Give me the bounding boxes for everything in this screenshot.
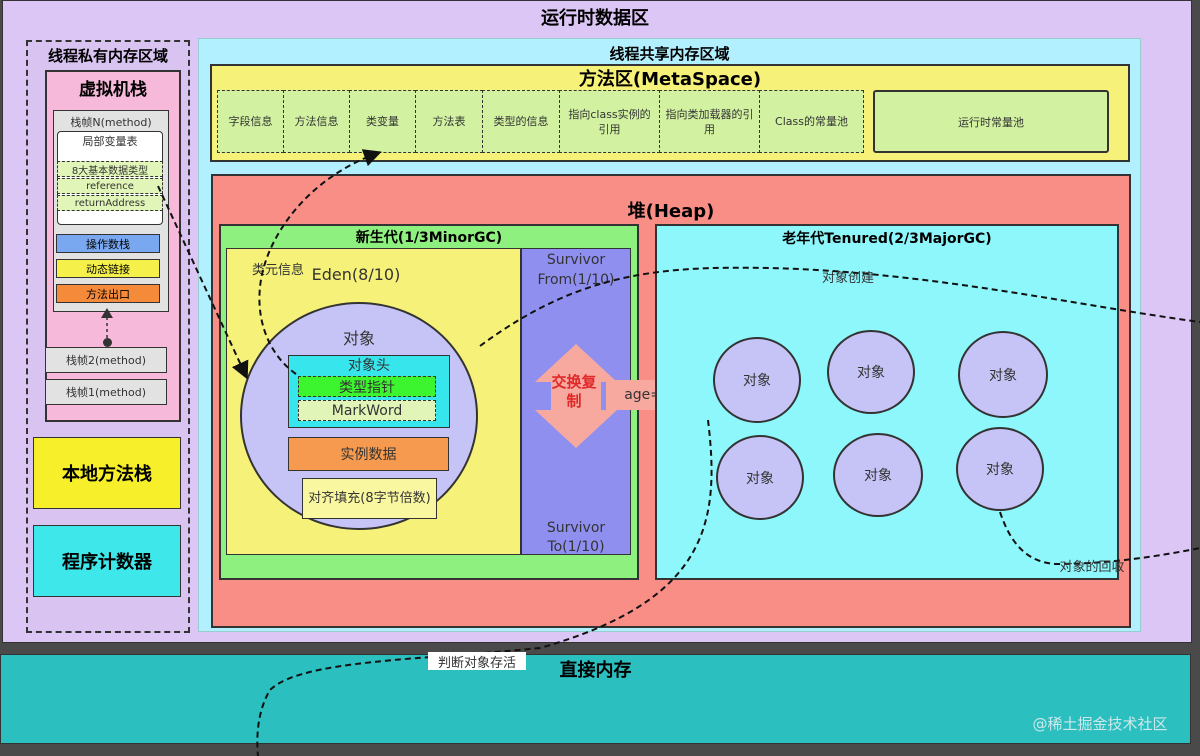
- method-area-title: 方法区(MetaSpace): [578, 69, 762, 90]
- operand-stack: 操作数栈: [56, 234, 160, 253]
- young-generation-title: 新生代(1/3MinorGC): [355, 230, 503, 246]
- method-cell-method-info: 方法信息: [283, 90, 350, 153]
- stack-frame-n-title: 栈帧N(method): [70, 116, 152, 129]
- swap-copy-label: 交换复制: [551, 373, 597, 410]
- eden-title: Eden(8/10): [311, 264, 401, 284]
- judge-alive-label: 判断对象存活: [428, 652, 526, 671]
- method-cell-method-table: 方法表: [415, 90, 483, 153]
- local-primitive-types: 8大基本数据类型: [57, 161, 163, 177]
- survivor-to-label-1: Survivor: [546, 520, 606, 536]
- stack-frame-2: 栈帧2(method): [45, 347, 167, 373]
- stack-frame-1: 栈帧1(method): [45, 379, 167, 405]
- runtime-constant-pool: 运行时常量池: [873, 90, 1109, 153]
- object-title: 对象: [342, 329, 375, 348]
- old-object-2: 对象: [827, 330, 915, 414]
- old-object-4: 对象: [716, 435, 804, 520]
- instance-data: 实例数据: [288, 437, 449, 471]
- method-exit: 方法出口: [56, 284, 160, 303]
- vm-stack-title: 虚拟机栈: [79, 79, 147, 100]
- heap-title: 堆(Heap): [627, 201, 715, 222]
- thread-shared-title: 线程共享内存区域: [609, 44, 730, 63]
- method-cell-classloader-ref: 指向类加载器的引用: [659, 90, 760, 153]
- method-cell-type-info: 类型的信息: [482, 90, 560, 153]
- method-cell-field-info: 字段信息: [217, 90, 284, 153]
- klass-pointer: 类型指针: [298, 376, 436, 397]
- direct-memory-title: 直接内存: [559, 660, 632, 681]
- native-method-stack: 本地方法栈: [33, 437, 181, 509]
- dynamic-link: 动态链接: [56, 259, 160, 278]
- object-recycle-label: 对象的回收: [1059, 559, 1125, 575]
- markword: MarkWord: [298, 400, 436, 421]
- old-object-6: 对象: [956, 427, 1044, 511]
- watermark: @稀土掘金技术社区: [1032, 714, 1168, 733]
- local-return-address: returnAddress: [57, 195, 163, 211]
- local-reference: reference: [57, 178, 163, 194]
- program-counter: 程序计数器: [33, 525, 181, 597]
- method-cell-class-constant-pool: Class的常量池: [759, 90, 864, 153]
- old-object-5: 对象: [833, 433, 923, 517]
- class-metadata-label: 类元信息: [251, 262, 304, 278]
- method-cell-class-instance-ref: 指向class实例的引用: [559, 90, 660, 153]
- object-create-label: 对象创建: [821, 270, 874, 286]
- local-variable-table-title: 局部变量表: [82, 134, 138, 148]
- thread-private-title: 线程私有内存区域: [47, 46, 168, 65]
- survivor-to-label-2: To(1/10): [547, 539, 605, 555]
- survivor-from-label-2: From(1/10): [537, 272, 615, 288]
- alignment-padding: 对齐填充(8字节倍数): [302, 478, 437, 519]
- runtime-data-area-title: 运行时数据区: [541, 8, 649, 29]
- old-generation-title: 老年代Tenured(2/3MajorGC): [782, 231, 992, 247]
- object-header-title: 对象头: [348, 358, 390, 374]
- old-object-3: 对象: [958, 331, 1048, 418]
- frame-connector-dot: [103, 338, 112, 347]
- old-object-1: 对象: [713, 337, 801, 423]
- method-cell-class-variable: 类变量: [349, 90, 416, 153]
- survivor-from-label-1: Survivor: [546, 252, 606, 268]
